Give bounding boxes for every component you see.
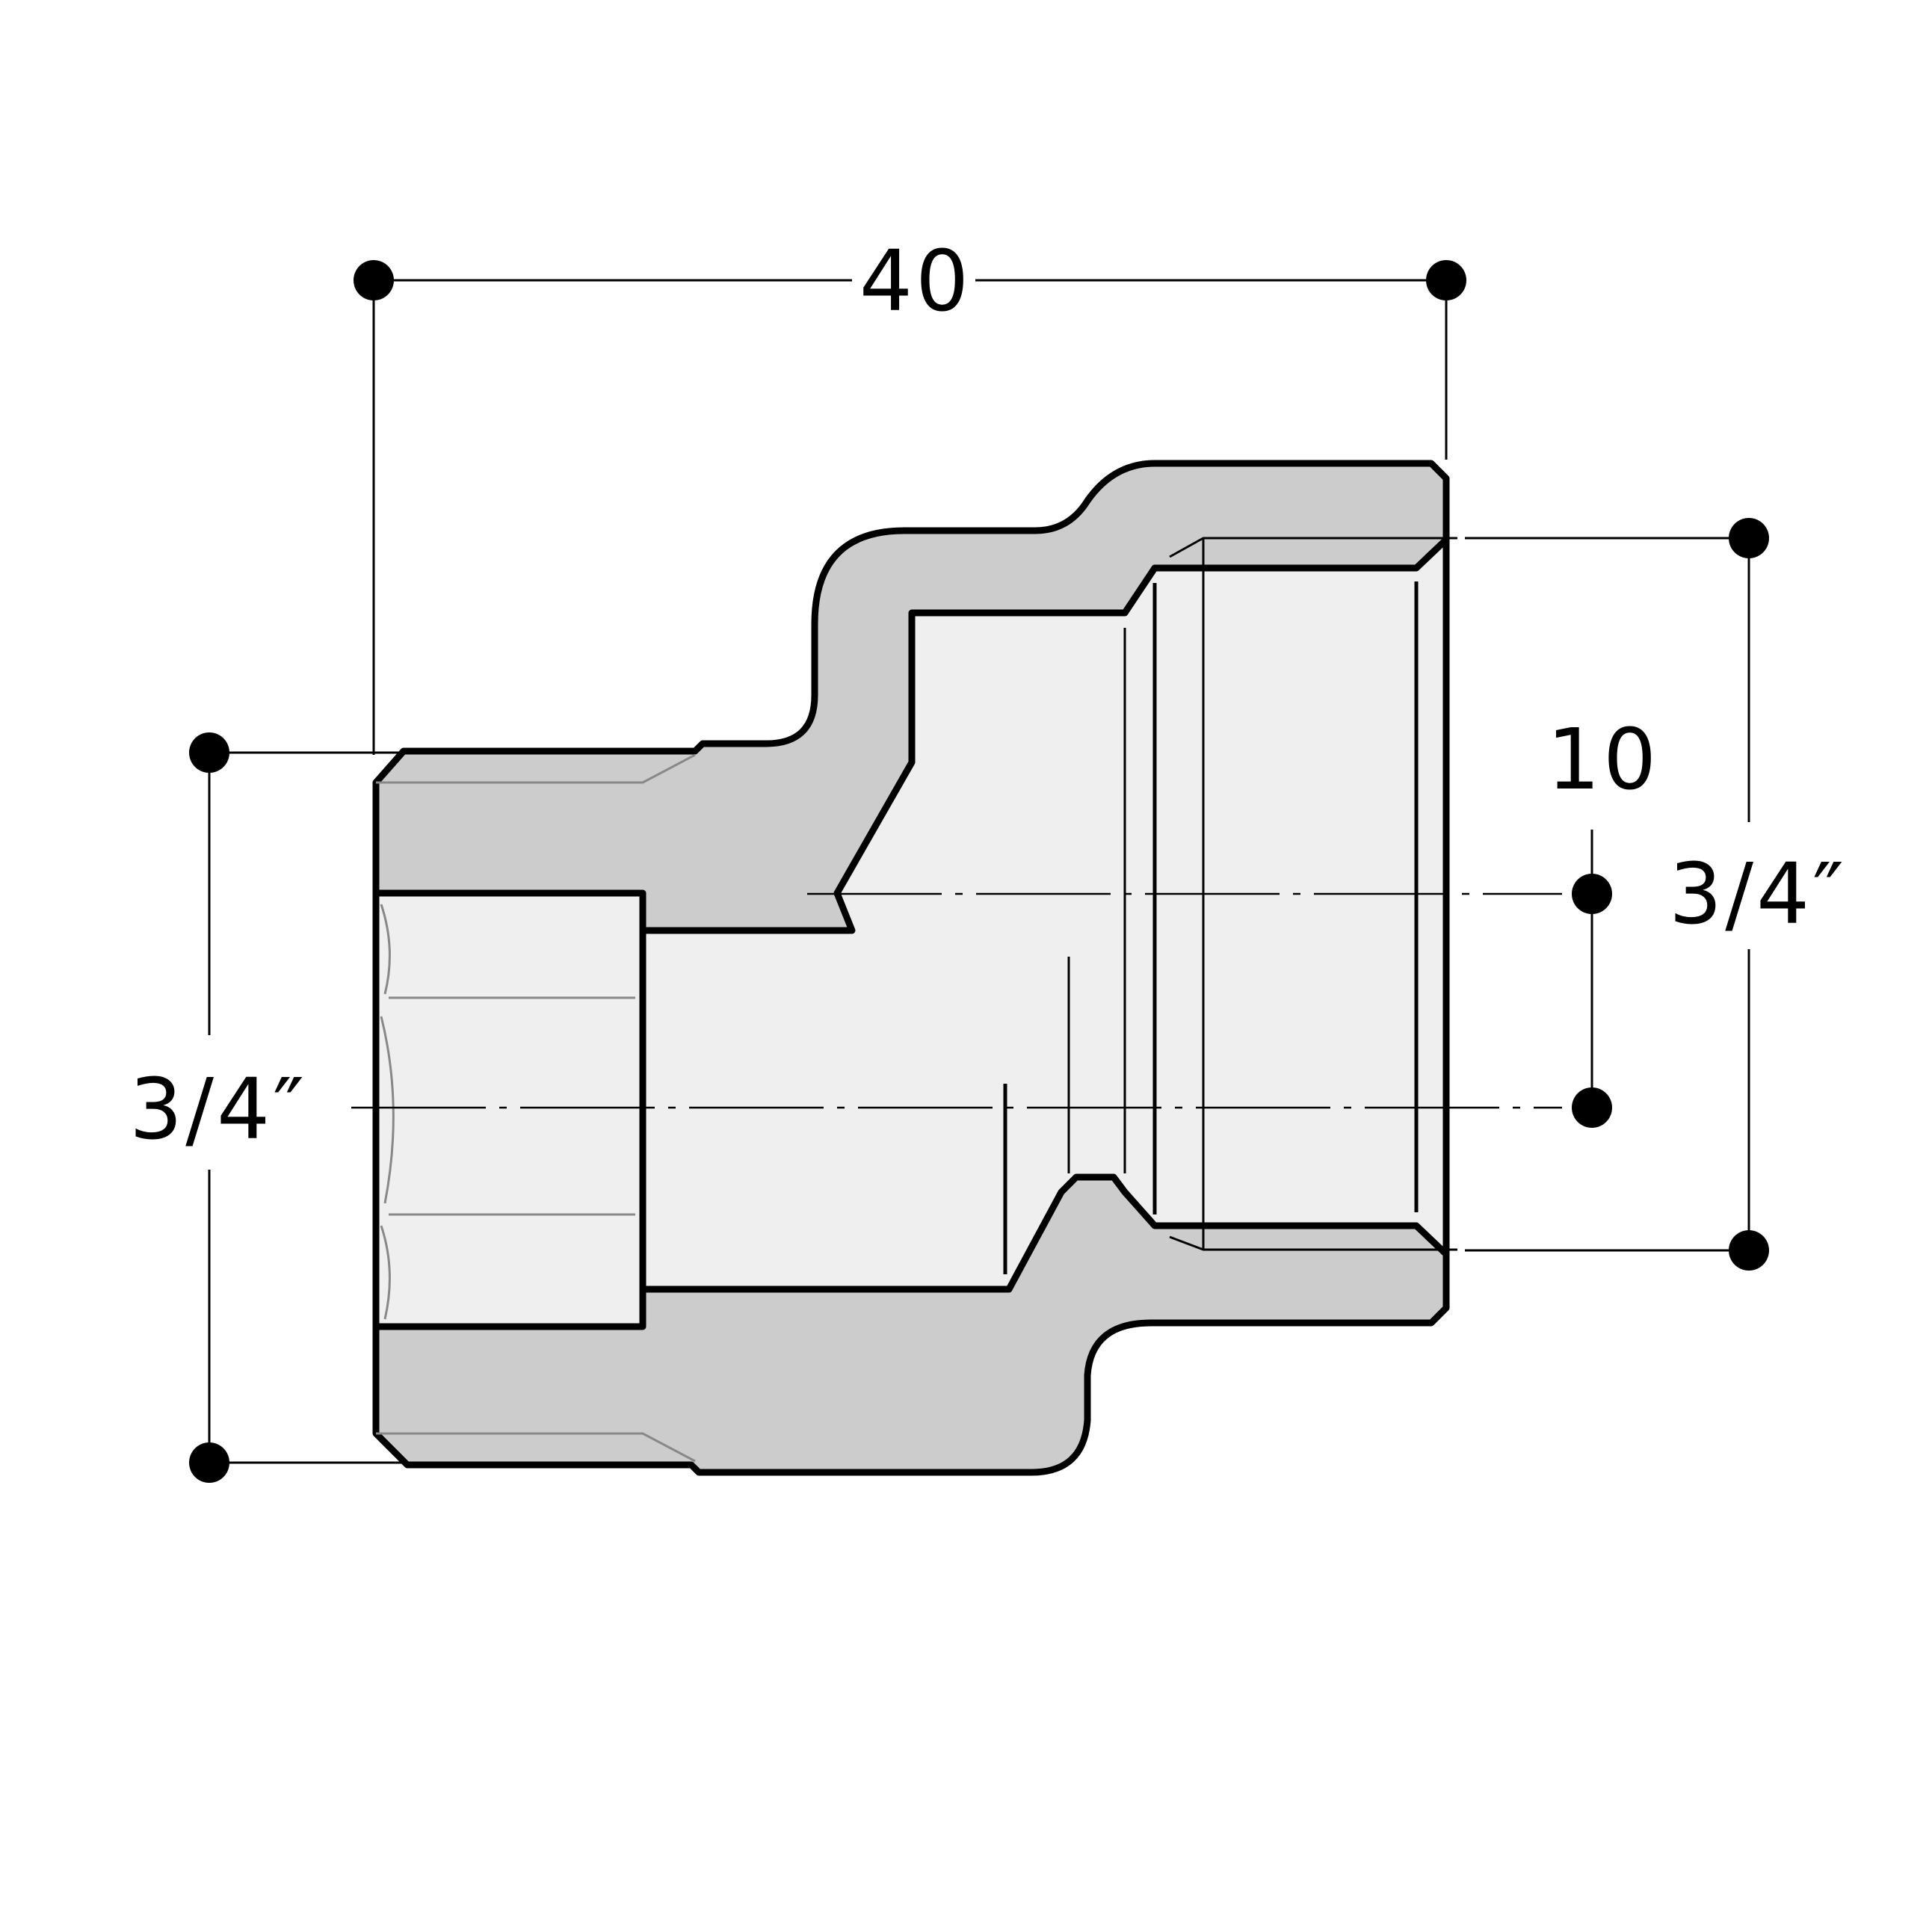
left-thread-dot-top bbox=[189, 732, 229, 773]
overall-length-dot-right bbox=[1426, 260, 1466, 300]
left-top-chamfer-line bbox=[376, 753, 696, 784]
right-socket-bore bbox=[639, 536, 1450, 1293]
offset-dimension: 10 bbox=[1547, 712, 1660, 1128]
left-thread-dot-bottom bbox=[189, 1442, 229, 1483]
left-thread-dimension: 3/4″ bbox=[129, 732, 404, 1483]
left-thread-arc-3 bbox=[380, 1225, 391, 1320]
offset-dot-top bbox=[1572, 874, 1612, 914]
left-thread-label: 3/4″ bbox=[129, 1061, 307, 1158]
left-bottom-chamfer-line bbox=[376, 1432, 696, 1463]
overall-length-dot-left bbox=[354, 260, 394, 300]
overall-length-dimension: 40 bbox=[354, 233, 1466, 755]
offset-label: 10 bbox=[1547, 712, 1660, 809]
overall-length-label: 40 bbox=[859, 233, 972, 330]
right-thread-dot-top bbox=[1729, 518, 1769, 558]
left-socket-bore bbox=[372, 889, 646, 1330]
fitting-body bbox=[372, 460, 1457, 1476]
right-thread-dimension: 3/4″ bbox=[1465, 518, 1847, 1271]
left-thread-arc-1 bbox=[380, 904, 391, 995]
right-thread-label: 3/4″ bbox=[1669, 846, 1847, 943]
offset-dot-bottom bbox=[1572, 1087, 1612, 1128]
right-thread-dot-bottom bbox=[1729, 1230, 1769, 1271]
